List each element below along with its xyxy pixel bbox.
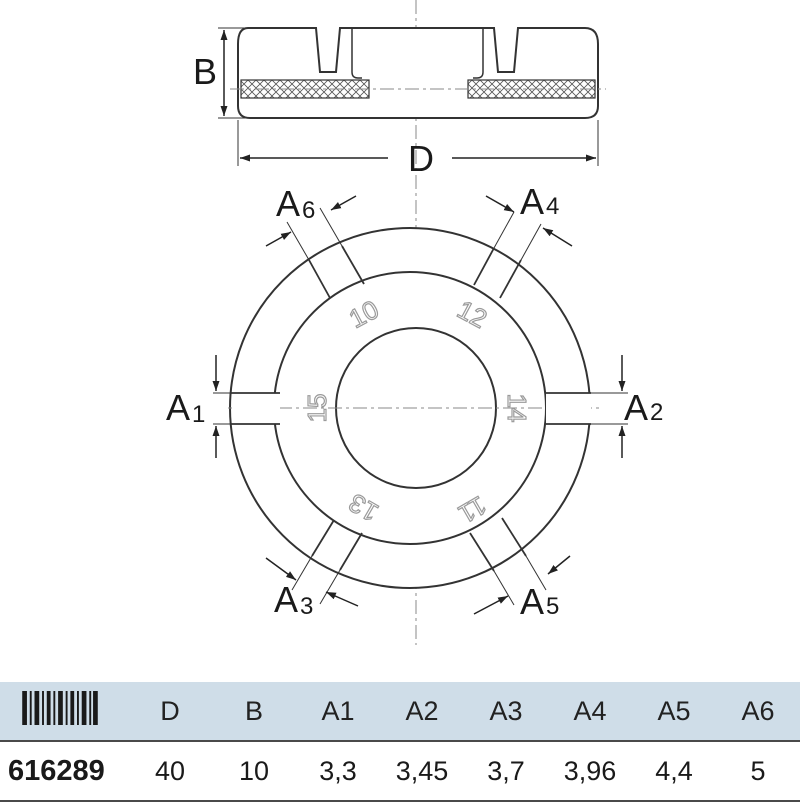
- value-A2: 3,45: [380, 740, 464, 802]
- dimension-A5-sub: 5: [546, 593, 559, 620]
- header-A5: A5: [632, 682, 716, 741]
- value-A3: 3,7: [464, 740, 548, 802]
- article-number: 616289: [0, 740, 128, 802]
- spec-table-header-row: D B A1 A2 A3 A4 A5 A6: [0, 682, 800, 741]
- dimension-A6-main: A: [276, 183, 300, 224]
- slot-A5: [469, 517, 527, 572]
- slot-left: [351, 28, 362, 79]
- ring-number-14: 14: [502, 394, 532, 423]
- dimension-A4: A 4: [485, 181, 573, 261]
- dimension-B-label: B: [193, 51, 217, 92]
- value-B: 10: [212, 740, 296, 802]
- slot-A4: [473, 247, 522, 299]
- value-D: 40: [128, 740, 212, 802]
- header-A3: A3: [464, 682, 548, 741]
- header-A1: A1: [296, 682, 380, 741]
- dimension-A2-main: A: [624, 387, 648, 428]
- dimension-A1: A 1: [166, 355, 232, 458]
- dimension-A1-sub: 1: [192, 401, 205, 428]
- slot-A3: [311, 519, 363, 571]
- barcode-header-cell: [0, 682, 128, 741]
- dimension-A3-main: A: [274, 579, 298, 620]
- slot-A2: [546, 392, 591, 425]
- slot-A1: [231, 392, 280, 425]
- header-A4: A4: [548, 682, 632, 741]
- dimension-A1-main: A: [166, 387, 190, 428]
- dimension-A6: A 6: [265, 183, 357, 261]
- dimension-A2-sub: 2: [650, 399, 663, 426]
- side-view-outline: [237, 27, 599, 119]
- dimension-A4-main: A: [520, 181, 544, 222]
- dimension-D-label: D: [408, 138, 434, 179]
- dimension-A3-sub: 3: [300, 593, 313, 620]
- value-A4: 3,96: [548, 740, 632, 802]
- dimension-A2: A 2: [591, 355, 663, 458]
- value-A1: 3,3: [296, 740, 380, 802]
- dimension-A4-sub: 4: [546, 193, 559, 220]
- dimension-A5-main: A: [520, 581, 544, 622]
- header-A2: A2: [380, 682, 464, 741]
- header-B: B: [212, 682, 296, 741]
- value-A5: 4,4: [632, 740, 716, 802]
- barcode-icon: [22, 690, 98, 725]
- table-row: 616289 40 10 3,3 3,45 3,7 3,96 4,4 5: [0, 740, 800, 802]
- header-A6: A6: [716, 682, 800, 741]
- side-view: B D: [193, 27, 606, 179]
- value-A6: 5: [716, 740, 800, 802]
- dimension-A6-sub: 6: [302, 197, 315, 224]
- technical-drawing: B D: [166, 0, 663, 645]
- dimension-A5: A 5: [473, 555, 571, 622]
- slot-A6: [308, 245, 365, 299]
- top-view: 10 12 14 11 13 15 A 1 A 2: [166, 181, 663, 622]
- ring-number-15: 15: [302, 394, 332, 423]
- spec-table: D B A1 A2 A3 A4 A5 A6 616289 40 10 3,3 3…: [0, 682, 800, 802]
- dimension-A3: A 3: [265, 555, 359, 620]
- slot-right: [473, 28, 484, 79]
- header-D: D: [128, 682, 212, 741]
